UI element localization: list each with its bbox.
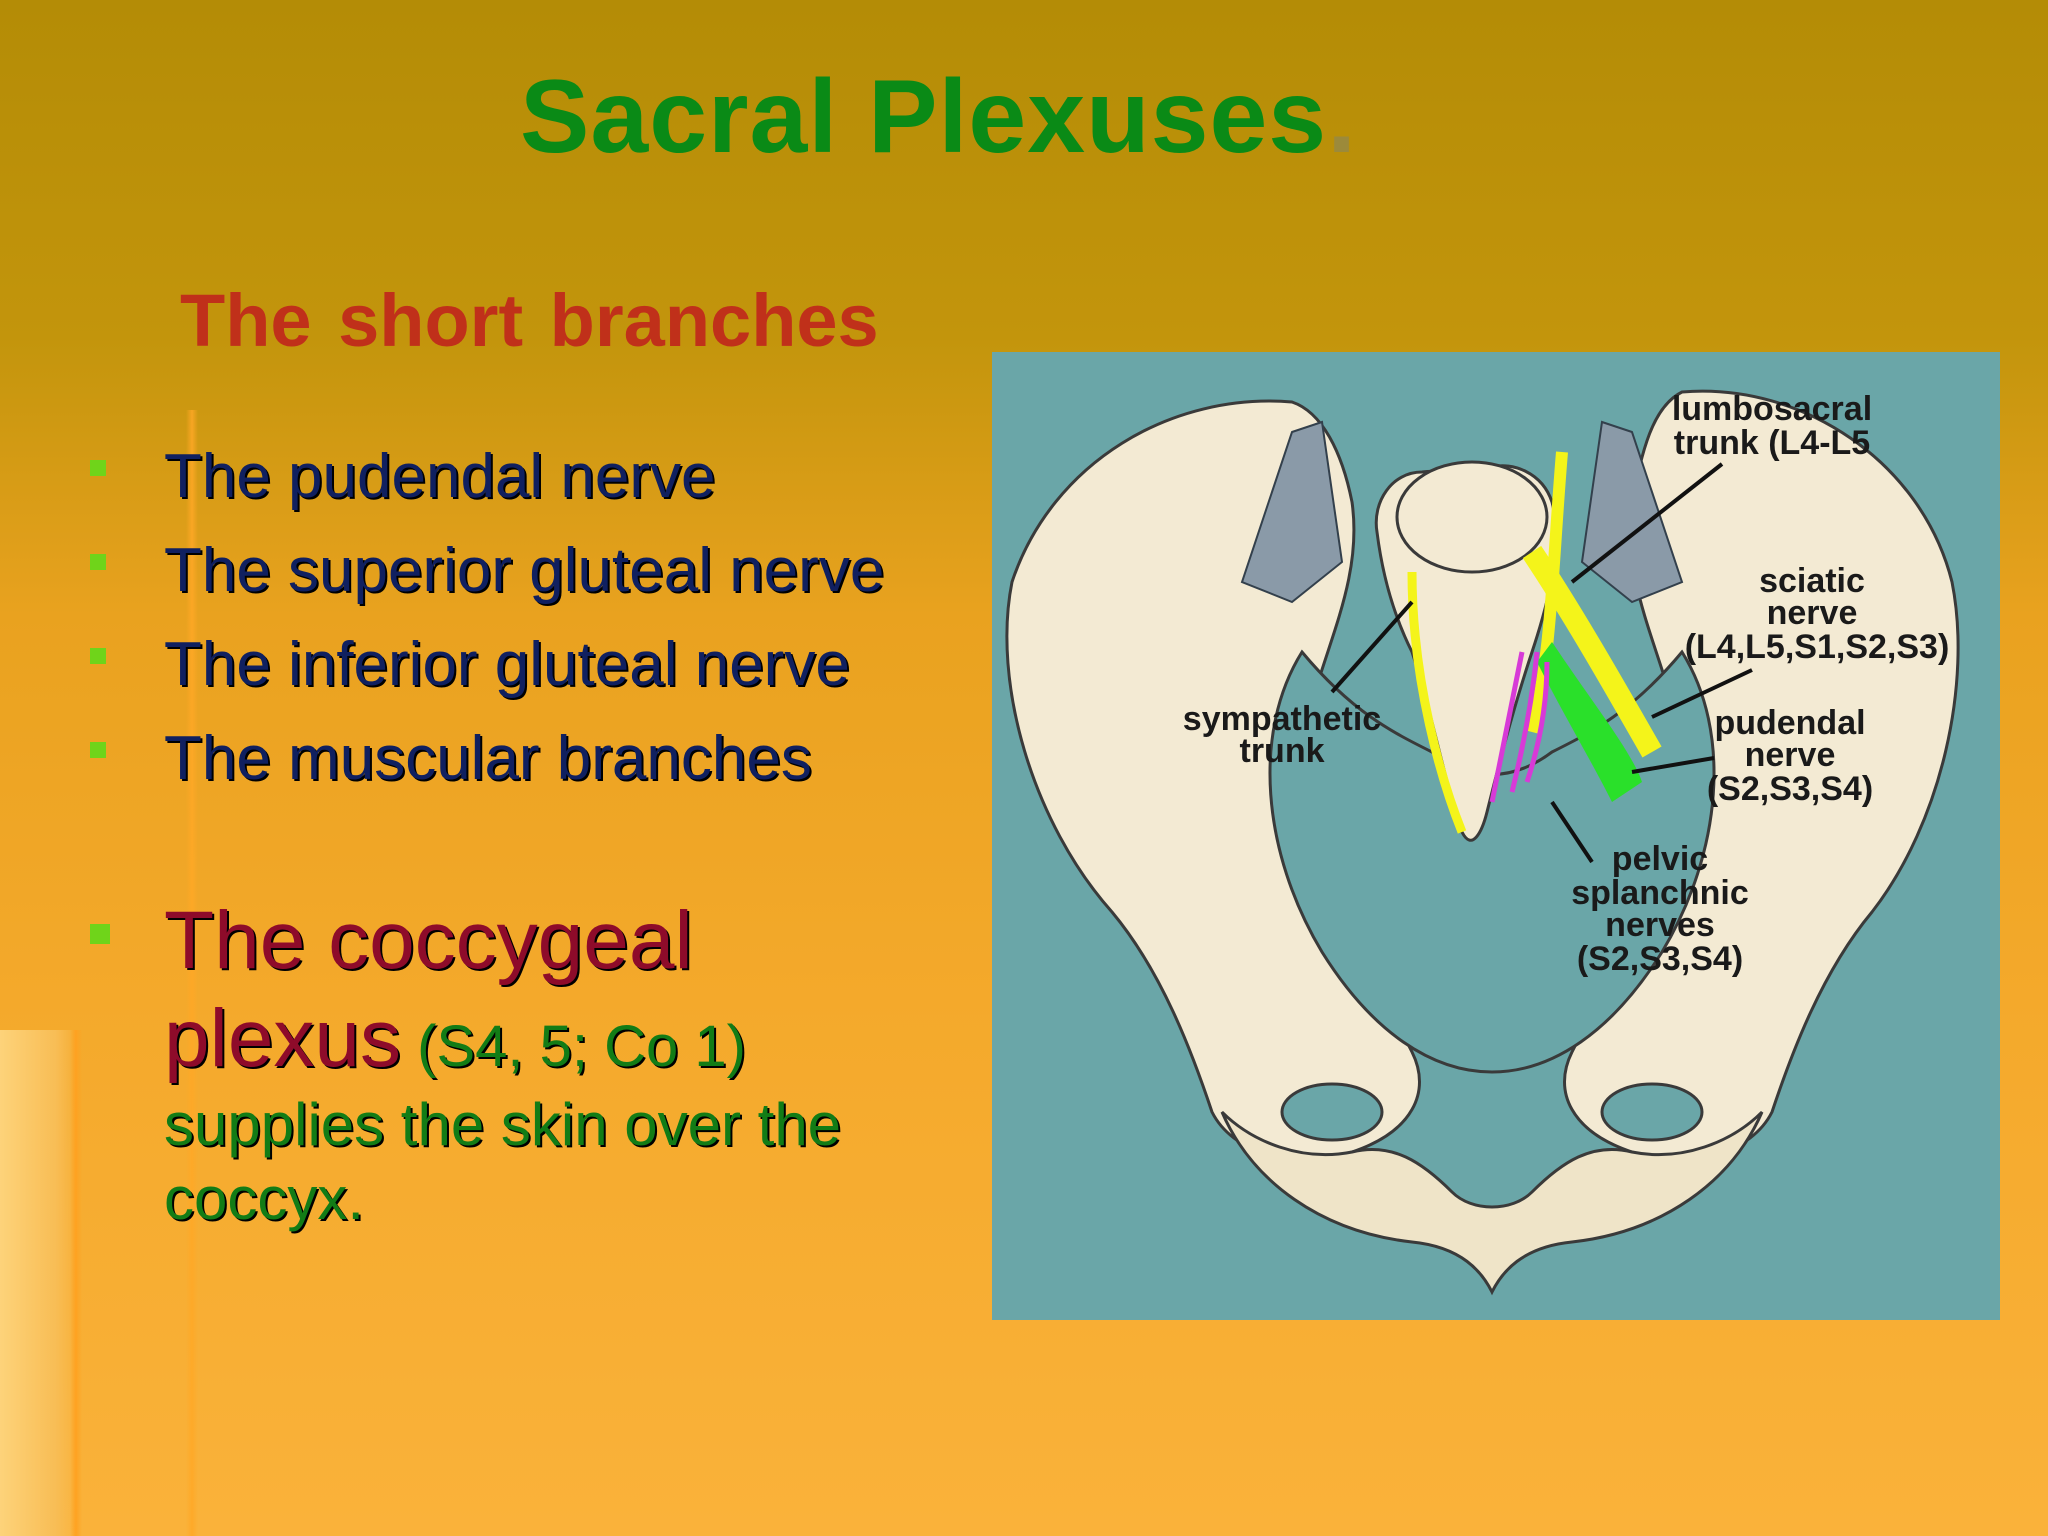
pointer-line	[1330, 600, 1414, 694]
bullet-text: The superior gluteal nerve	[164, 536, 885, 605]
pointer-line	[1570, 462, 1724, 584]
pelvic-splanchnic-nerve	[1489, 651, 1525, 803]
label-pudendal-1: pudendal	[1714, 704, 1865, 742]
sympathetic-trunk-nerve	[1407, 571, 1467, 834]
coccygeal-segments: (S4, 5; Co 1)	[401, 1014, 746, 1079]
label-pelvic-4: (S2,S3,S4)	[1577, 940, 1743, 978]
pelvis-diagram: lumbosacral trunk (L4-L5 sciatic nerve (…	[1005, 389, 1960, 1296]
bullet-square-icon	[90, 460, 106, 476]
pubic-arch	[1220, 1110, 1764, 1296]
left-sacroiliac-ligament	[1240, 420, 1344, 604]
right-obturator-foramen	[1600, 1082, 1704, 1142]
bullet-text: The muscular branches	[164, 724, 812, 793]
bullet-item: The inferior gluteal nerve	[90, 628, 884, 722]
pelvis-illustration: lumbosacral trunk (L4-L5 sciatic nerve (…	[992, 352, 2000, 1320]
coccygeal-title-line2: plexus	[164, 993, 402, 1084]
coccygeal-title: The coccygeal plexus (S4, 5; Co 1)	[164, 892, 1024, 1088]
slide-title-text: Sacral Plexuses	[520, 59, 1328, 175]
label-sympathetic-1: sympathetic	[1183, 700, 1381, 738]
pelvic-splanchnic-nerve	[1524, 661, 1550, 783]
bullet-item: The superior gluteal nerve	[90, 534, 884, 628]
label-pelvic-3: nerves	[1605, 906, 1715, 944]
label-sciatic-3: (L4,L5,S1,S2,S3)	[1685, 628, 1950, 666]
left-decoration	[0, 1030, 80, 1536]
pelvic-splanchnic-nerve	[1509, 651, 1540, 793]
label-lumbosacral-1: lumbosacral	[1672, 390, 1872, 428]
label-lumbosacral-2: trunk (L4-L5	[1674, 424, 1870, 462]
pointer-line	[1631, 756, 1715, 774]
coccygeal-title-line1: The coccygeal	[164, 895, 693, 986]
slide-subtitle: The short branches	[180, 279, 879, 362]
bullet-text: The pudendal nerve	[164, 442, 716, 511]
label-sciatic-2: nerve	[1767, 594, 1858, 632]
pudendal-nerve	[1537, 642, 1642, 802]
label-pudendal-3: (S2,S3,S4)	[1707, 770, 1873, 808]
label-sciatic-1: sciatic	[1759, 562, 1865, 600]
bullet-square-icon	[90, 554, 106, 570]
decorative-line	[186, 410, 198, 1536]
bullet-list: The pudendal nerve The superior gluteal …	[90, 440, 884, 816]
lumbar-vertebra	[1395, 460, 1549, 574]
bullet-item: The pudendal nerve	[90, 440, 884, 534]
label-sympathetic-2: trunk	[1240, 732, 1325, 770]
lumbosacral-trunk-nerve	[1526, 451, 1568, 734]
bullet-square-icon	[90, 924, 110, 944]
label-pudendal-2: nerve	[1745, 736, 1836, 774]
decorative-line	[70, 1030, 82, 1536]
label-pelvic-1: pelvic	[1612, 840, 1708, 878]
coccygeal-description: supplies the skin over the coccyx.	[164, 1091, 842, 1232]
bullet-item: The muscular branches	[90, 722, 884, 816]
coccygeal-plexus-bullet: The coccygeal plexus (S4, 5; Co 1) suppl…	[90, 892, 1024, 1236]
left-obturator-foramen	[1280, 1082, 1384, 1142]
pointer-line	[1651, 668, 1753, 719]
bullet-square-icon	[90, 648, 106, 664]
bullet-text: The inferior gluteal nerve	[164, 630, 850, 699]
sciatic-nerve	[1522, 545, 1662, 758]
slide-title-dot: .	[1327, 59, 1358, 175]
pointer-line	[1550, 800, 1594, 864]
slide-title: Sacral Plexuses.	[520, 58, 1357, 177]
bullet-square-icon	[90, 742, 106, 758]
label-pelvic-2: splanchnic	[1571, 874, 1749, 912]
